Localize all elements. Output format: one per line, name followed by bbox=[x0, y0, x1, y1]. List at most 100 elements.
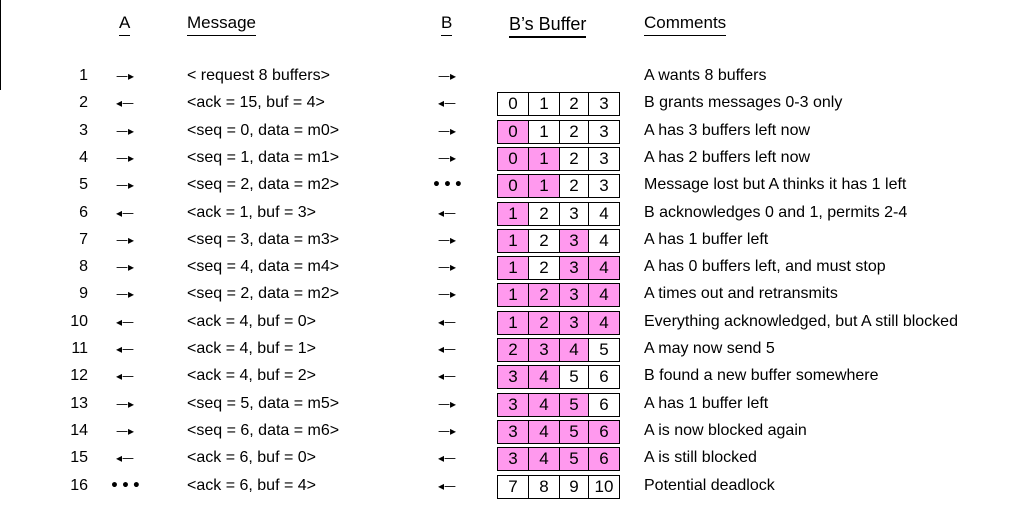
buffer-slot-filled: 4 bbox=[588, 283, 620, 308]
arrow-left-icon: ◂— bbox=[115, 96, 135, 111]
buffer-slot-filled: 5 bbox=[559, 447, 589, 472]
buffer-slot-empty: 3 bbox=[588, 146, 620, 171]
buffer-slot-empty: 0 bbox=[497, 92, 529, 117]
buffer-slot-filled: 4 bbox=[588, 310, 620, 335]
buffer-slot-filled: 5 bbox=[559, 419, 589, 444]
buffer-slot-filled: 3 bbox=[497, 365, 529, 390]
row-number: 4 bbox=[79, 148, 88, 166]
arrow-right-icon: —▸ bbox=[115, 69, 135, 83]
buffer-slot-empty: 4 bbox=[588, 228, 620, 253]
buffer-slot-filled: 0 bbox=[497, 174, 529, 199]
buffer-slot-empty: 2 bbox=[559, 92, 589, 117]
buffer-slot-filled: 3 bbox=[559, 310, 589, 335]
buffer-slot-empty: 4 bbox=[588, 201, 620, 226]
message-text: <seq = 6, data = m6> bbox=[187, 421, 340, 439]
arrow-right-icon: —▸ bbox=[437, 232, 457, 247]
arrow-right-icon: —▸ bbox=[437, 69, 457, 83]
comment-text: Everything acknowledged, but A still blo… bbox=[644, 312, 958, 330]
arrow-right-icon: —▸ bbox=[115, 232, 135, 247]
buffer-slot-filled: 4 bbox=[528, 419, 560, 444]
comment-text: B found a new buffer somewhere bbox=[644, 367, 879, 385]
row-number: 13 bbox=[70, 394, 88, 412]
buffer-slot-empty: 7 bbox=[497, 474, 529, 499]
arrow-right-icon: —▸ bbox=[437, 260, 457, 275]
buffer-slot-filled: 4 bbox=[528, 392, 560, 417]
message-text: <seq = 5, data = m5> bbox=[187, 394, 340, 412]
arrow-left-icon: ◂— bbox=[115, 314, 135, 329]
comment-text: A has 3 buffers left now bbox=[644, 121, 811, 139]
buffer-slot-filled: 2 bbox=[528, 310, 560, 335]
buffer-slot-empty: 1 bbox=[528, 119, 560, 144]
buffer-slot-filled: 2 bbox=[497, 338, 529, 362]
arrow-right-icon: —▸ bbox=[115, 396, 135, 411]
buffer-slot-filled: 2 bbox=[528, 283, 560, 308]
buffer-slot-filled: 3 bbox=[497, 419, 529, 444]
header-b: B bbox=[441, 12, 453, 36]
arrow-left-icon: ◂— bbox=[115, 369, 135, 384]
message-text: <seq = 3, data = m3> bbox=[187, 230, 340, 248]
row-number: 2 bbox=[79, 94, 88, 112]
row-number: 9 bbox=[79, 285, 88, 303]
buffer-slot-empty: 3 bbox=[559, 201, 589, 226]
comment-text: Message lost but A thinks it has 1 left bbox=[644, 176, 907, 194]
buffer-slot-empty: 2 bbox=[528, 256, 560, 281]
message-text: <ack = 4, buf = 0> bbox=[187, 312, 316, 330]
arrow-right-icon: —▸ bbox=[115, 260, 135, 275]
comment-text: A has 1 buffer left bbox=[644, 230, 769, 248]
buffer-slot-filled: 3 bbox=[559, 256, 589, 281]
comment-text: A has 0 buffers left, and must stop bbox=[644, 258, 886, 276]
row-number: 10 bbox=[70, 312, 88, 330]
buffer-slot-filled: 4 bbox=[588, 256, 620, 281]
left-border-line bbox=[0, 0, 1, 90]
buffer-slot-empty: 2 bbox=[559, 174, 589, 199]
comment-text: A has 2 buffers left now bbox=[644, 148, 811, 166]
arrow-right-icon: —▸ bbox=[437, 123, 457, 138]
buffer-slot-filled: 0 bbox=[497, 119, 529, 144]
comment-text: B grants messages 0-3 only bbox=[644, 94, 843, 112]
buffer-slot-filled: 5 bbox=[559, 392, 589, 417]
message-text: <ack = 4, buf = 2> bbox=[187, 367, 316, 385]
row-number: 3 bbox=[79, 121, 88, 139]
arrow-right-icon: —▸ bbox=[115, 150, 135, 165]
buffer-slot-filled: 1 bbox=[528, 174, 560, 199]
buffer-slot-filled: 1 bbox=[497, 201, 529, 226]
message-text: <seq = 2, data = m2> bbox=[187, 176, 340, 194]
message-text: < request 8 buffers> bbox=[187, 67, 330, 84]
message-text: <ack = 15, buf = 4> bbox=[187, 94, 325, 112]
buffer-slot-empty: 8 bbox=[528, 474, 560, 499]
buffer-slot-empty: 6 bbox=[588, 365, 620, 390]
buffer-slot-empty: 3 bbox=[588, 174, 620, 199]
message-text: <ack = 1, buf = 3> bbox=[187, 203, 316, 221]
arrow-right-icon: —▸ bbox=[437, 150, 457, 165]
header-a: A bbox=[119, 12, 131, 36]
buffer-slot-filled: 1 bbox=[497, 256, 529, 281]
arrow-right-icon: —▸ bbox=[437, 423, 457, 438]
buffer-slot-filled: 4 bbox=[528, 447, 560, 472]
row-number: 5 bbox=[79, 176, 88, 194]
header-message: Message bbox=[187, 12, 256, 36]
buffer-slot-empty: 3 bbox=[588, 92, 620, 117]
buffer-slot-empty: 1 bbox=[528, 92, 560, 117]
arrow-right-icon: —▸ bbox=[115, 178, 135, 193]
row-number: 11 bbox=[71, 340, 88, 357]
buffer-slot-filled: 1 bbox=[497, 228, 529, 253]
